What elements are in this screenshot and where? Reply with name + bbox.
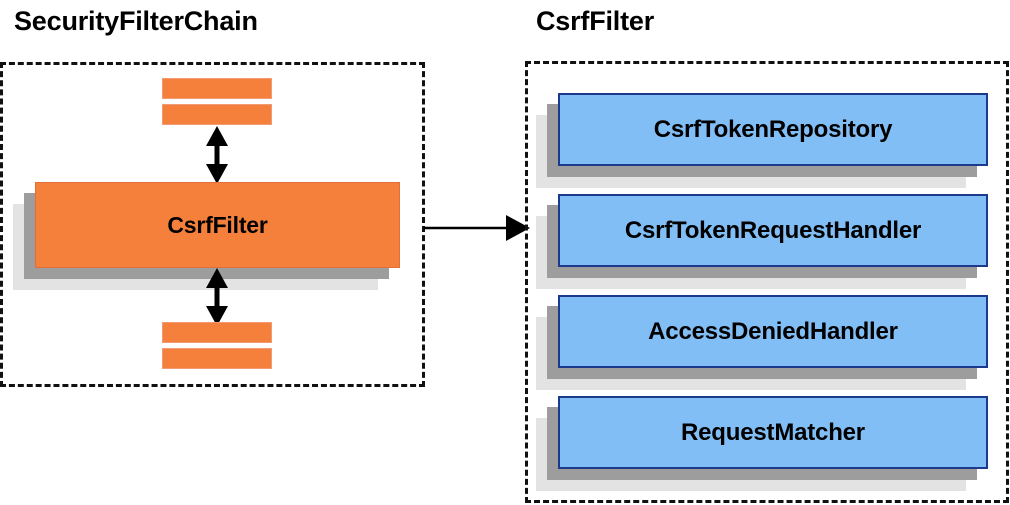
collaborator-label: CsrfTokenRequestHandler bbox=[624, 216, 922, 244]
collaborator-box-accessdeniedhandler[interactable]: AccessDeniedHandler bbox=[536, 295, 988, 390]
filter-bar-bottom-2 bbox=[162, 348, 272, 369]
csrffilter-collaborators-container bbox=[525, 61, 1009, 503]
bidirectional-arrow-below-csrffilter bbox=[206, 268, 228, 326]
csrffilter-box[interactable]: CsrfFilter bbox=[13, 182, 400, 290]
csrffilter-expansion-arrow bbox=[424, 215, 530, 241]
collaborator-box-requestmatcher[interactable]: RequestMatcher bbox=[536, 396, 988, 491]
collaborator-face: AccessDeniedHandler bbox=[558, 295, 988, 368]
page-title-security-filter-chain: SecurityFilterChain bbox=[14, 6, 258, 36]
security-filter-chain-container bbox=[0, 62, 425, 387]
csrffilter-box-label: CsrfFilter bbox=[167, 211, 268, 238]
collaborator-face: CsrfTokenRequestHandler bbox=[558, 194, 988, 267]
csrffilter-box-face: CsrfFilter bbox=[35, 182, 400, 268]
bidirectional-arrow-above-csrffilter bbox=[206, 126, 228, 184]
collaborator-label: RequestMatcher bbox=[681, 418, 865, 446]
collaborator-face: CsrfTokenRepository bbox=[558, 93, 988, 166]
collaborator-box-csrftokenrepository[interactable]: CsrfTokenRepository bbox=[536, 93, 988, 188]
collaborator-label: CsrfTokenRepository bbox=[653, 115, 893, 143]
filter-bar-top-2 bbox=[162, 104, 272, 125]
collaborator-face: RequestMatcher bbox=[558, 396, 988, 469]
filter-bar-bottom-1 bbox=[162, 322, 272, 343]
collaborator-box-csrftokenrequesthandler[interactable]: CsrfTokenRequestHandler bbox=[536, 194, 988, 289]
page-title-csrffilter: CsrfFilter bbox=[536, 6, 655, 36]
filter-bar-top-1 bbox=[162, 78, 272, 99]
collaborator-label: AccessDeniedHandler bbox=[648, 317, 898, 345]
